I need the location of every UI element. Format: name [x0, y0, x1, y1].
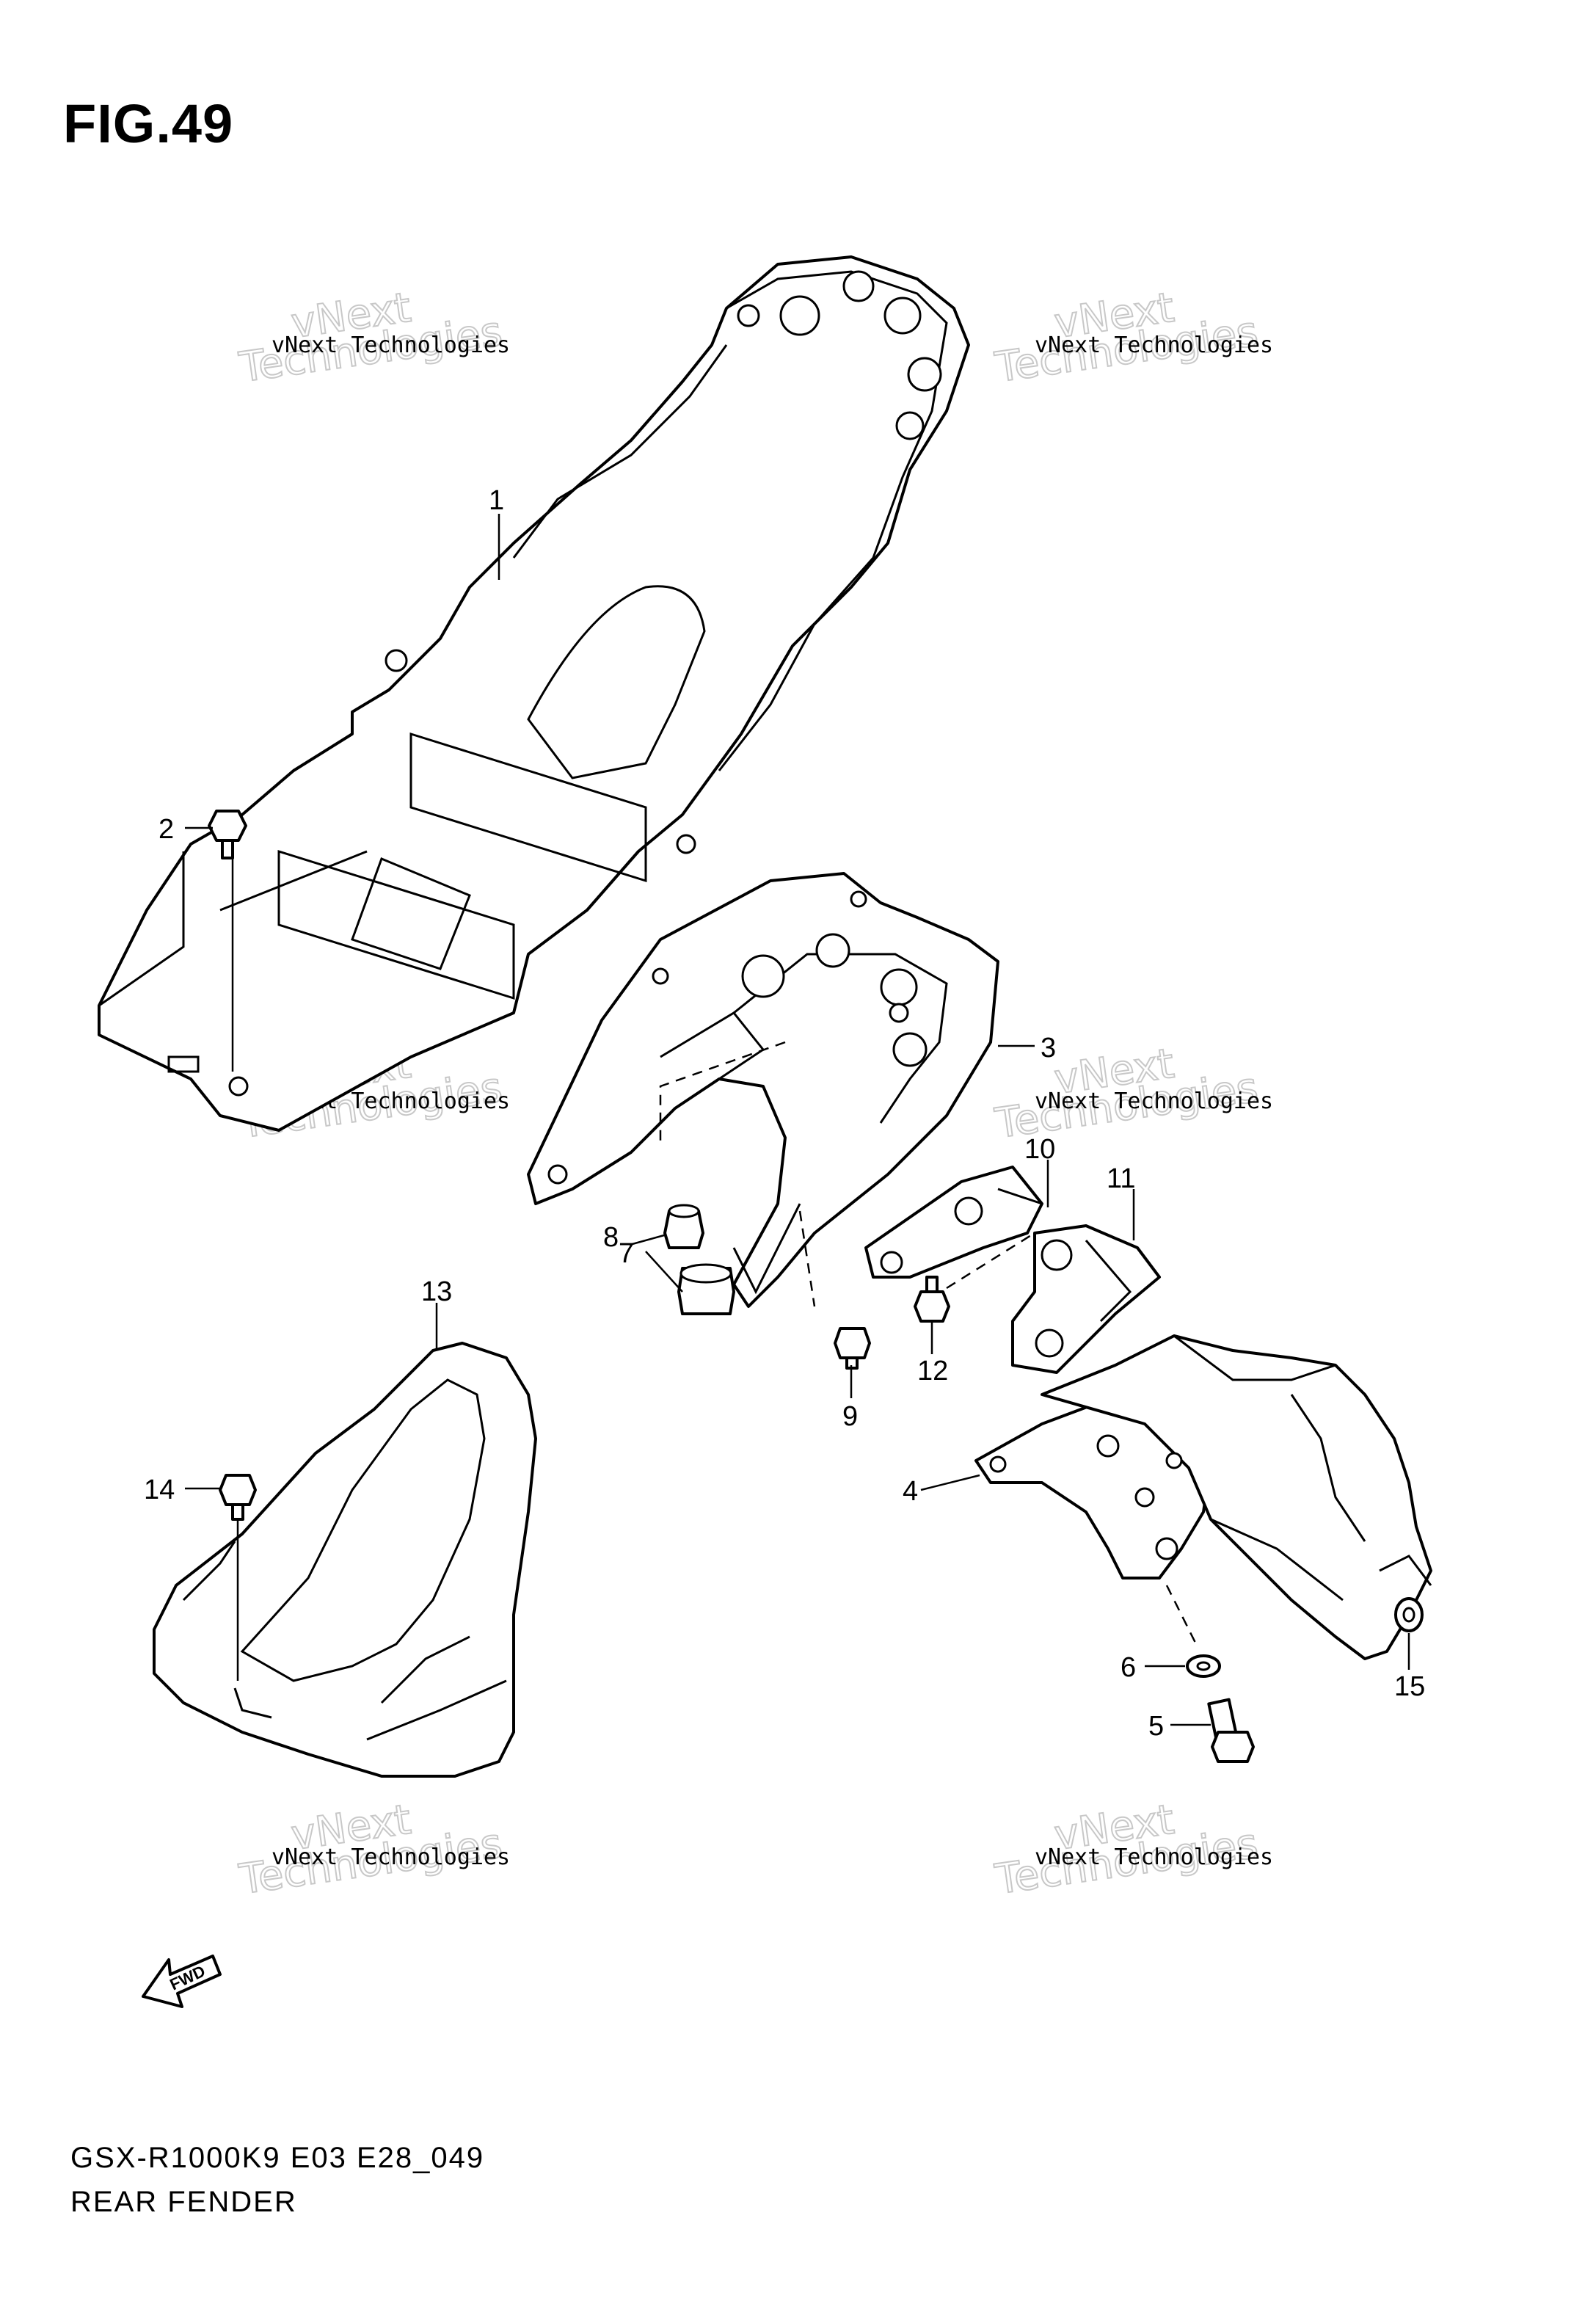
- part-13-rear-hugger: [153, 1342, 537, 1778]
- callout-9: 9: [842, 1401, 858, 1432]
- callout-7: 7: [619, 1238, 634, 1269]
- part-10-bracket: [864, 1166, 1043, 1279]
- fwd-direction-badge: FWD: [142, 1955, 222, 2008]
- part-6-washer: [1186, 1654, 1221, 1678]
- part-12-bolt: [914, 1276, 950, 1323]
- svg-text:vNext Technologies: vNext Technologies: [1035, 1088, 1273, 1114]
- model-code: GSX-R1000K9 E03 E28_049: [70, 2142, 485, 2174]
- callout-14: 14: [144, 1475, 175, 1505]
- part-7-cushion: [677, 1263, 735, 1315]
- part-4-dash-line: [1165, 1585, 1198, 1645]
- svg-text:vNext Technologies: vNext Technologies: [272, 1844, 510, 1870]
- watermark-top-right: Technologies vNext vNext Technologies: [991, 283, 1273, 393]
- figure-title: FIG.49: [63, 93, 234, 154]
- callout-12: 12: [917, 1356, 948, 1386]
- part-5-bolt: [1207, 1698, 1255, 1763]
- part-3-lower-tab: [732, 1203, 801, 1295]
- callout-1: 1: [489, 485, 504, 516]
- part-3-seat-bracket: [527, 872, 999, 1308]
- callout-leaders: [185, 514, 1410, 1726]
- callout-3: 3: [1041, 1033, 1056, 1064]
- watermark-mid-right: Technologies vNext vNext Technologies: [991, 1039, 1273, 1149]
- watermark-bottom-right: Technologies vNext vNext Technologies: [991, 1795, 1273, 1905]
- section-name: REAR FENDER: [70, 2186, 297, 2218]
- watermark-bottom-left: Technologies vNext vNext Technologies: [236, 1795, 510, 1905]
- part-1-rear-fender-body: [98, 255, 970, 1132]
- svg-text:vNext Technologies: vNext Technologies: [272, 332, 510, 358]
- part-8-grommet: [663, 1204, 704, 1249]
- callout-13: 13: [421, 1276, 452, 1307]
- part-3-dash-line: [659, 1041, 786, 1145]
- callout-8: 8: [603, 1222, 619, 1253]
- callout-4: 4: [903, 1476, 918, 1507]
- svg-text:vNext Technologies: vNext Technologies: [1035, 332, 1273, 358]
- callout-2: 2: [158, 814, 174, 845]
- callout-10: 10: [1024, 1134, 1055, 1165]
- callout-11: 11: [1107, 1163, 1135, 1194]
- callout-5: 5: [1148, 1711, 1164, 1742]
- part-14-bolt: [219, 1474, 257, 1521]
- part-9-dash-line: [798, 1210, 816, 1307]
- part-9-screw: [834, 1327, 871, 1370]
- part-2-bolt: [208, 810, 247, 859]
- part-15-cushion: [1394, 1597, 1424, 1632]
- part-4-rear-fender-lower: [974, 1334, 1432, 1660]
- watermark-top-left: Technologies vNext vNext Technologies: [236, 283, 510, 393]
- part-11-bracket-plate: [1011, 1224, 1161, 1374]
- callout-6: 6: [1121, 1652, 1136, 1683]
- callout-15: 15: [1394, 1671, 1425, 1702]
- svg-text:vNext Technologies: vNext Technologies: [1035, 1844, 1273, 1870]
